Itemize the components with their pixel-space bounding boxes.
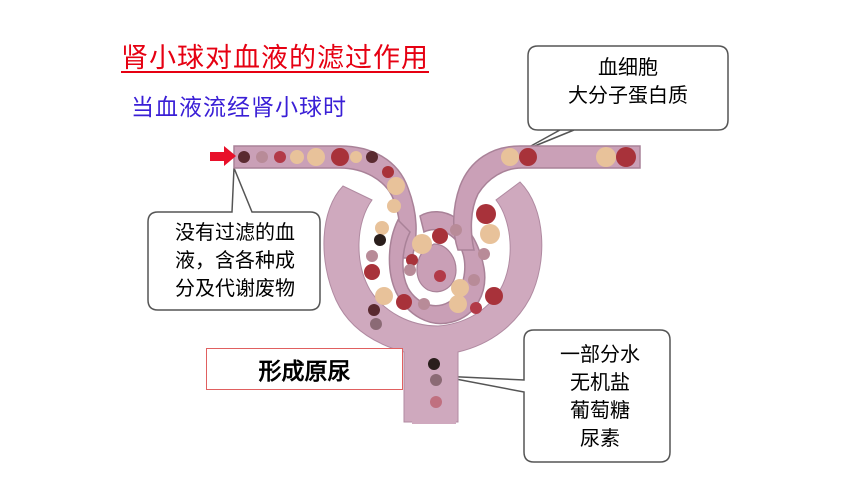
page-subtitle: 当血液流经肾小球时 [131,95,347,121]
result-label: 形成原尿 [258,359,351,385]
inner-loop [416,243,457,293]
blood-cells-afferent [238,148,430,330]
callout-bubble-large [519,45,729,153]
blood-cells-glomerulus [404,224,480,313]
inflow-arrow-icon [210,146,236,166]
callout-filtrate-components: 一部分水 无机盐 葡萄糖 尿素 [535,340,665,452]
callout-line: 无机盐 [570,370,630,394]
callout-line: 大分子蛋白质 [568,83,688,107]
callout-line: 液，含各种成 [175,248,295,272]
callout-line: 葡萄糖 [570,398,630,422]
afferent-arteriole [233,145,417,259]
callout-line: 分及代谢废物 [175,276,295,300]
callout-bubble-filtrate [439,329,671,463]
callout-bubble-unfiltered [147,167,321,311]
efferent-arteriole [452,145,641,251]
result-label-box: 形成原尿 [206,348,403,390]
callout-unfiltered-blood: 没有过滤的血 液，含各种成 分及代谢废物 [155,218,315,302]
callout-line: 尿素 [580,426,620,450]
callout-line: 一部分水 [560,342,640,366]
callout-line: 没有过滤的血 [175,220,295,244]
blood-cells-efferent [470,147,636,314]
callout-large-molecules: 血细胞 大分子蛋白质 [548,53,708,109]
page-title: 肾小球对血液的滤过作用 [121,43,429,74]
filtrate-particles [428,358,442,408]
callout-line: 血细胞 [598,55,658,79]
